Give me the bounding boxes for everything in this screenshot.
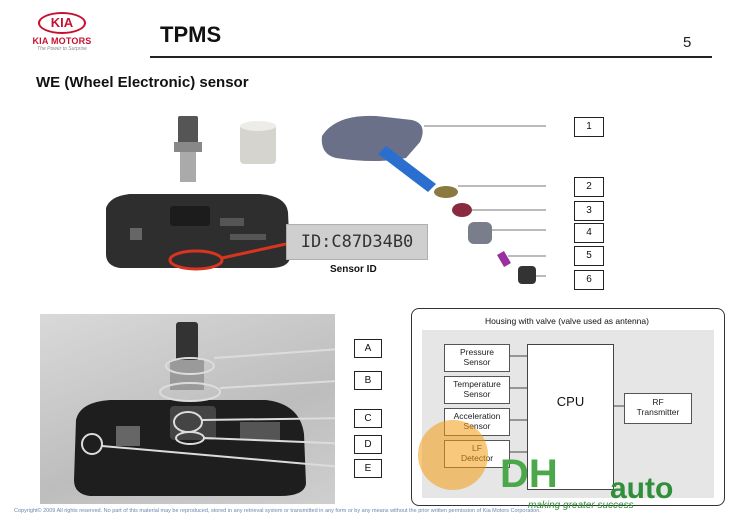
sensor-photo-top	[106, 116, 290, 271]
kia-company-name: KIA MOTORS	[32, 36, 92, 46]
sensor-id-pointer	[221, 242, 287, 260]
sensor-body	[106, 194, 290, 268]
sensor-id-caption: Sensor ID	[330, 264, 377, 275]
pressure-sensor-line2: Sensor	[463, 357, 491, 367]
part-callout-5: 5	[574, 246, 604, 266]
section-title: WE (Wheel Electronic) sensor	[36, 74, 249, 91]
valve-cap-photo	[240, 121, 276, 164]
rf-transmitter-line1: RF	[652, 397, 664, 407]
part-1-sensor-housing	[321, 115, 436, 192]
title-divider	[150, 56, 712, 58]
watermark-logo-auto: auto	[610, 472, 674, 505]
block-diagram-connectors	[510, 355, 624, 453]
sensor-id-engraving: ID:C87D34B0	[286, 224, 428, 260]
part-6-cap	[518, 266, 536, 284]
acceleration-sensor-line2: Sensor	[463, 421, 491, 431]
part-callout-4: 4	[574, 223, 604, 243]
watermark-logo-circle	[418, 420, 488, 490]
page-number: 5	[683, 34, 692, 51]
sensor-valve-stem	[174, 116, 202, 182]
part-callout-3: 3	[574, 201, 604, 221]
kia-logo-oval: KIA	[38, 12, 86, 34]
part-callout-2: 2	[574, 177, 604, 197]
photo-callout-a: A	[354, 339, 382, 358]
temperature-sensor-line2: Sensor	[463, 389, 491, 399]
page-title: TPMS	[160, 22, 222, 47]
copyright-footer: Copyright© 2009 All rights reserved. No …	[14, 508, 541, 514]
watermark-tagline: making greater success	[528, 500, 634, 511]
part-callout-1: 1	[574, 117, 604, 137]
temperature-sensor-box: Temperature Sensor	[444, 376, 510, 404]
part-callout-6: 6	[574, 270, 604, 290]
photo-callout-c: C	[354, 409, 382, 428]
rf-transmitter-box: RF Transmitter	[624, 393, 692, 424]
temperature-sensor-line1: Temperature	[453, 379, 501, 389]
sensor-id-highlight-ring	[168, 249, 224, 271]
cpu-box	[527, 344, 614, 490]
cpu-label: CPU	[556, 394, 585, 409]
acceleration-sensor-line1: Acceleration	[453, 411, 501, 421]
rf-transmitter-line2: Transmitter	[636, 407, 680, 417]
part-callout-lines	[424, 125, 546, 277]
photo-callout-e: E	[354, 459, 382, 478]
kia-slogan: The Power to Surprise	[37, 46, 87, 52]
exploded-parts-drawing	[321, 115, 546, 284]
sensor-photo-bottom-drawing	[74, 322, 335, 496]
photo-callout-b: B	[354, 371, 382, 390]
photo-callout-d: D	[354, 435, 382, 454]
part-3-grommet	[452, 203, 472, 217]
part-2-washer	[434, 186, 458, 198]
pressure-sensor-box: Pressure Sensor	[444, 344, 510, 372]
housing-label: Housing with valve (valve used as antenn…	[485, 316, 649, 326]
pressure-sensor-line1: Pressure	[459, 347, 494, 357]
part-4-nut	[468, 222, 492, 244]
part-5-valve-core	[497, 250, 511, 268]
watermark-logo-text: DH	[500, 452, 558, 496]
kia-logo: KIA KIA MOTORS The Power to Surprise	[30, 12, 94, 52]
